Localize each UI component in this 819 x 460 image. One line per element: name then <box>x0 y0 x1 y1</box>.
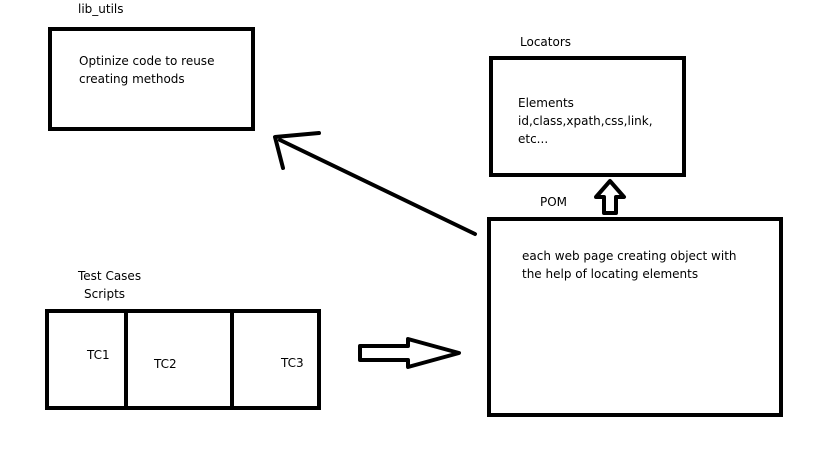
lib-utils-box: Optinize code to reuse creating methods <box>48 27 255 131</box>
locators-text-line-2: id,class,xpath,css,link, <box>518 114 653 128</box>
arrow-tests-to-pom <box>358 337 461 369</box>
tc1-label: TC1 <box>87 348 110 362</box>
arrow-pom-to-lib-utils-line <box>278 138 477 236</box>
locators-text-line-3: etc... <box>518 132 549 146</box>
test-cases-box: TC1 TC2 TC3 <box>45 309 321 410</box>
pom-box: each web page creating object with the h… <box>487 217 783 417</box>
lib-utils-title: lib_utils <box>78 2 124 16</box>
pom-text-line-2: the help of locating elements <box>522 267 699 281</box>
test-cases-divider-1 <box>124 313 128 406</box>
lib-utils-text-line-1: Optinize code to reuse <box>79 54 215 68</box>
tc3-label: TC3 <box>281 356 304 370</box>
arrow-pom-to-locators <box>594 179 626 215</box>
test-cases-title-line-2: Scripts <box>84 287 126 301</box>
test-cases-divider-2 <box>230 313 234 406</box>
pom-text-line-1: each web page creating object with <box>522 249 737 263</box>
locators-box: Elements id,class,xpath,css,link, etc... <box>489 56 686 177</box>
tc2-label: TC2 <box>154 357 177 371</box>
arrow-pom-to-lib-utils-head <box>273 131 321 170</box>
locators-text-line-1: Elements <box>518 96 574 110</box>
lib-utils-text-line-2: creating methods <box>79 72 185 86</box>
test-cases-title-line-1: Test Cases <box>78 269 142 283</box>
pom-title: POM <box>540 195 568 209</box>
locators-title: Locators <box>520 35 571 49</box>
